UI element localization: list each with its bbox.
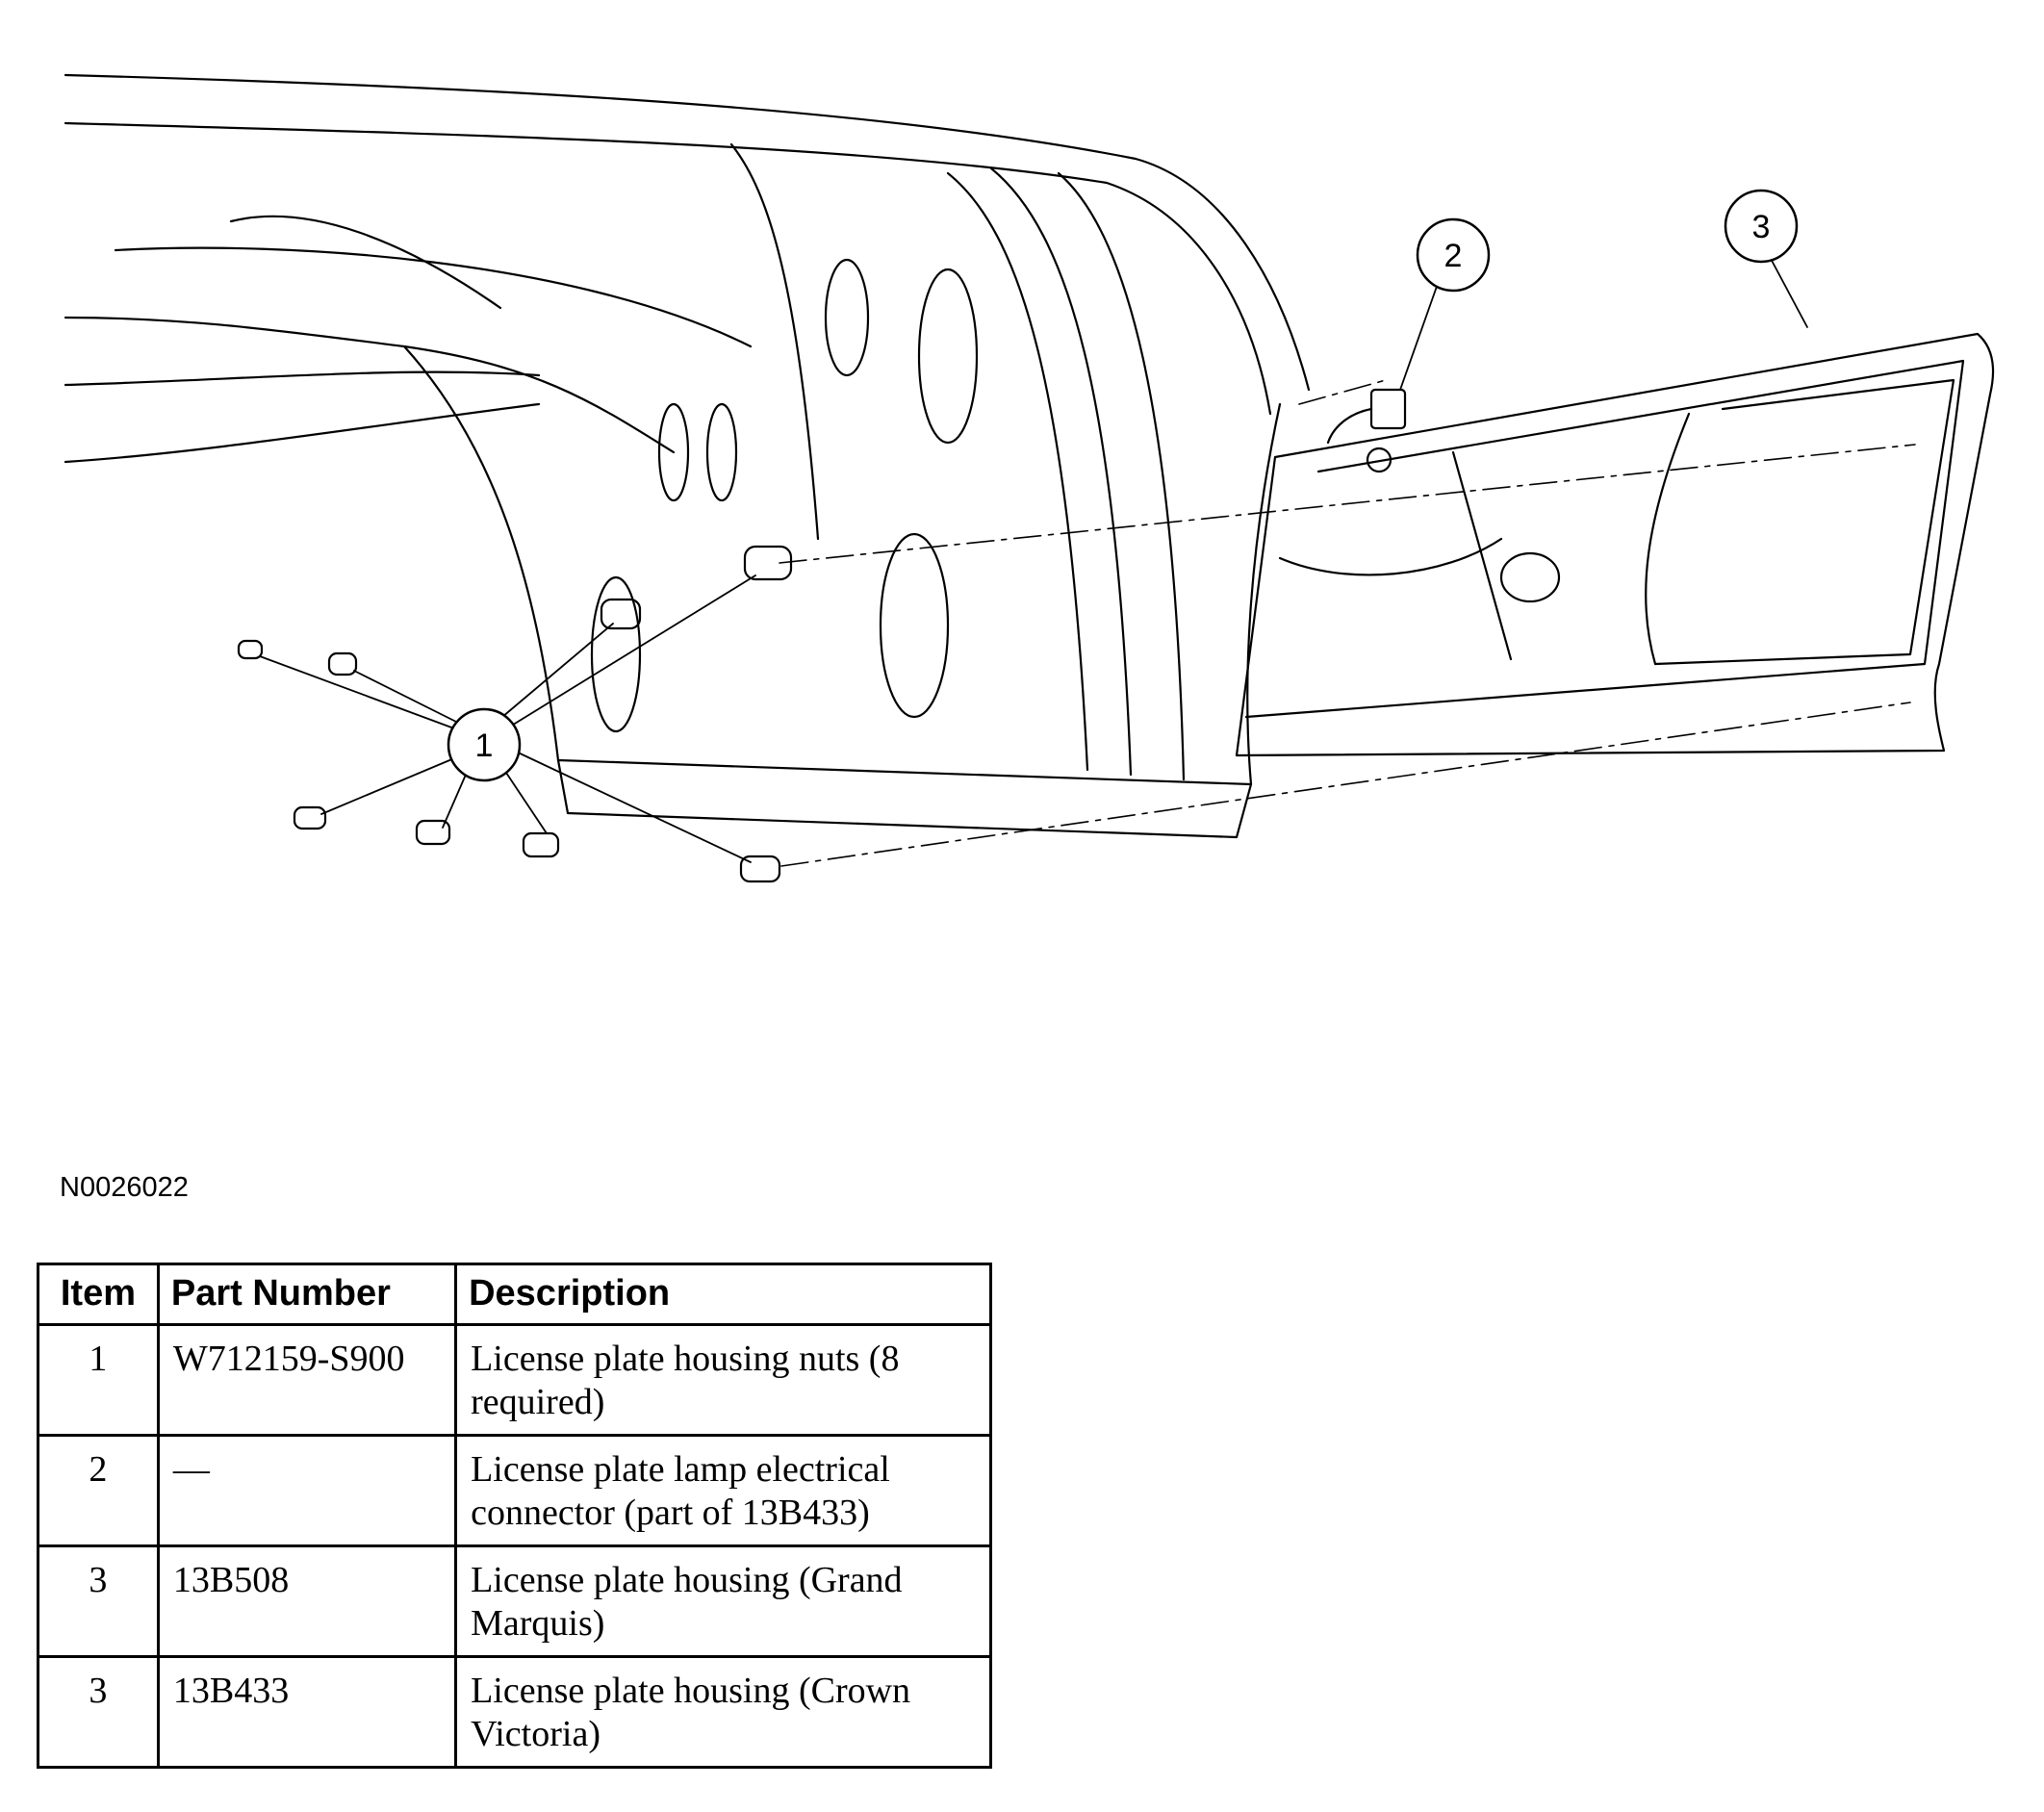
cell-description: License plate lamp electrical connector … xyxy=(454,1434,992,1547)
nut xyxy=(600,598,642,630)
panel-openings xyxy=(590,258,979,733)
cell-item: 3 xyxy=(37,1544,160,1658)
cell-part-number: 13B433 xyxy=(156,1655,458,1769)
callout-3: 3 xyxy=(1724,189,1799,264)
rear-panel-outline xyxy=(64,73,1311,839)
cell-part-number: — xyxy=(156,1434,458,1547)
parts-table: Item Part Number Description 1 W712159-S… xyxy=(37,1263,992,1769)
leader-lines xyxy=(259,254,1808,863)
nut xyxy=(743,545,793,581)
table-row: 3 13B433 License plate housing (Crown Vi… xyxy=(37,1655,992,1769)
table-row: 2 — License plate lamp electrical connec… xyxy=(37,1434,992,1547)
cell-description: License plate housing (Grand Marquis) xyxy=(454,1544,992,1658)
table-row: 1 W712159-S900 License plate housing nut… xyxy=(37,1323,992,1437)
cell-description: License plate housing nuts (8 required) xyxy=(454,1323,992,1437)
callout-2: 2 xyxy=(1416,217,1491,293)
exploded-view-illustration: 1 2 3 xyxy=(64,73,1995,883)
cell-item: 2 xyxy=(37,1434,160,1547)
cell-part-number: 13B508 xyxy=(156,1544,458,1658)
header-part-number: Part Number xyxy=(156,1263,458,1326)
cell-item: 3 xyxy=(37,1655,160,1769)
header-description: Description xyxy=(454,1263,992,1326)
nut xyxy=(415,819,451,846)
license-plate-housing xyxy=(1235,332,1995,757)
cell-description: License plate housing (Crown Victoria) xyxy=(454,1655,992,1769)
nut xyxy=(739,855,781,883)
lamp-connector xyxy=(1326,388,1407,473)
callout-1: 1 xyxy=(447,707,522,782)
figure-reference-code: N0026022 xyxy=(60,1172,189,1203)
housing-nuts xyxy=(237,545,793,883)
nut xyxy=(293,805,327,830)
header-item: Item xyxy=(37,1263,160,1326)
table-row: 3 13B508 License plate housing (Grand Ma… xyxy=(37,1544,992,1658)
cell-item: 1 xyxy=(37,1323,160,1437)
table-header-row: Item Part Number Description xyxy=(37,1263,992,1326)
cell-part-number: W712159-S900 xyxy=(156,1323,458,1437)
nut xyxy=(522,831,560,858)
alignment-lines xyxy=(779,379,1916,867)
callout-label: 2 xyxy=(1444,238,1463,274)
nut xyxy=(327,651,358,676)
callout-label: 1 xyxy=(475,727,494,764)
nut xyxy=(237,639,264,660)
callout-label: 3 xyxy=(1752,209,1771,245)
